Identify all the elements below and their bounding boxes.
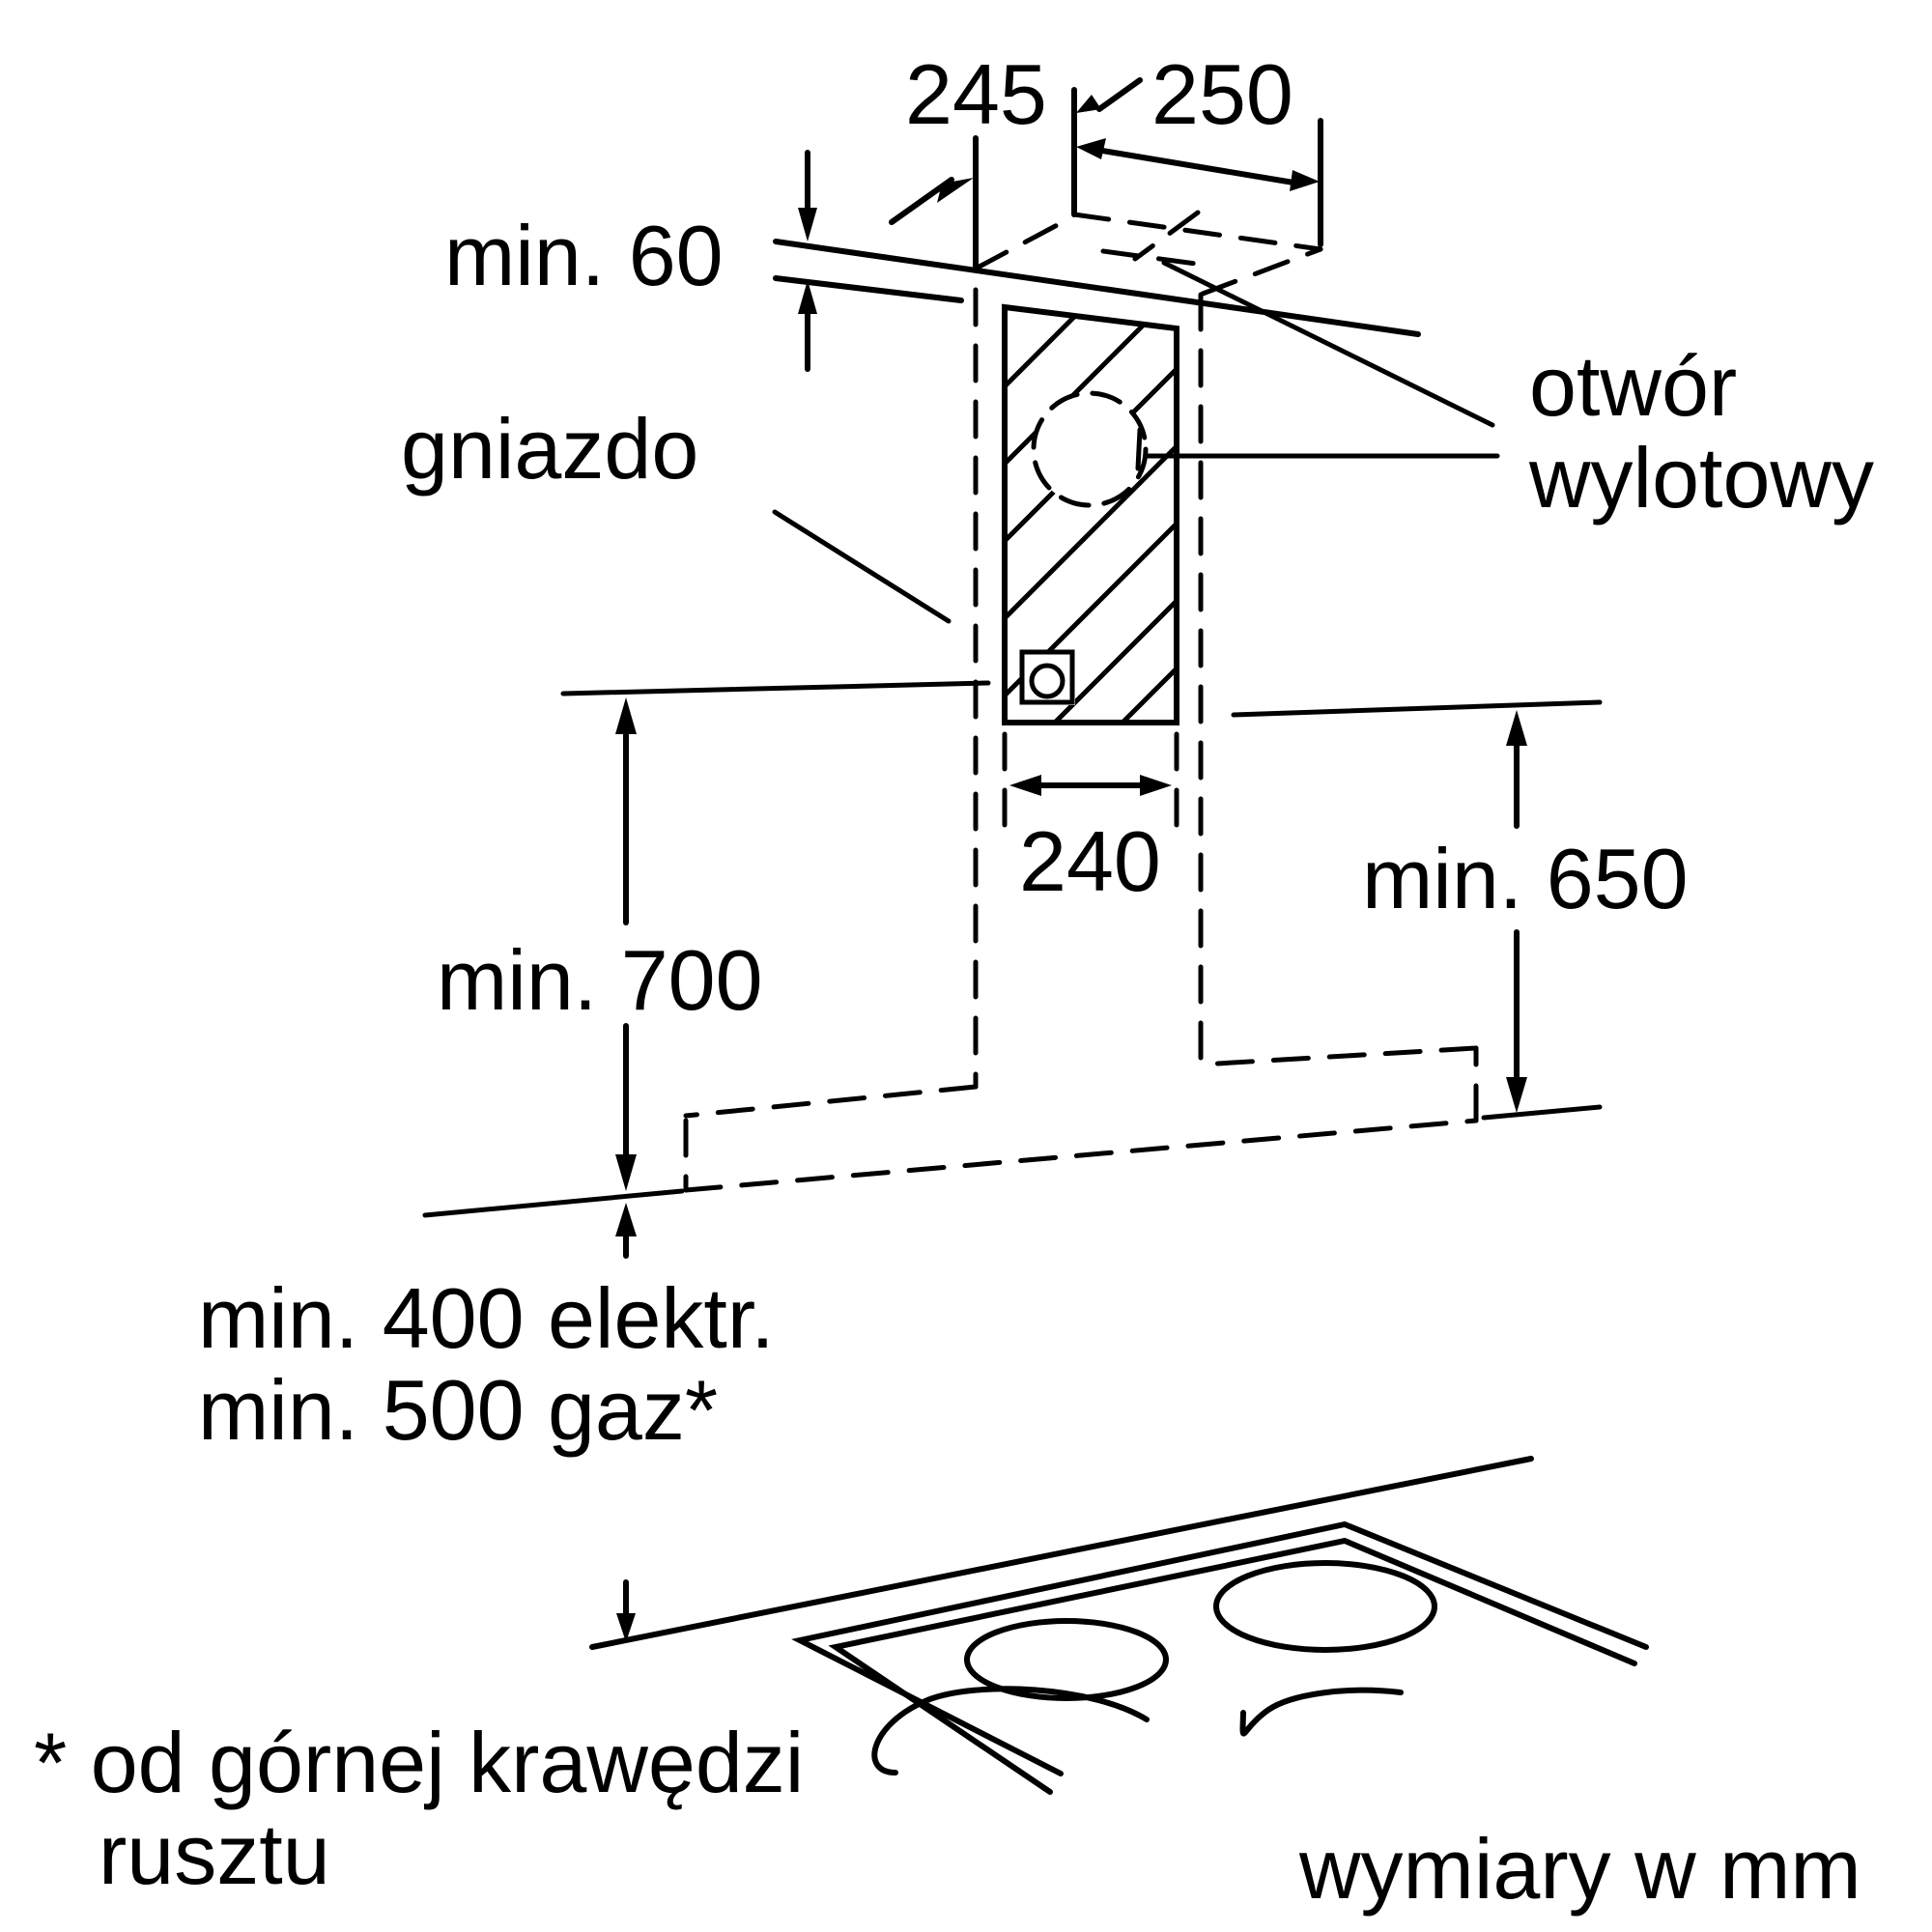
label-socket: gniazdo xyxy=(401,401,698,497)
ceiling-lines xyxy=(773,239,1421,337)
dim-min-650: min. 650 xyxy=(1362,831,1689,926)
label-outlet-line2: wylotowy xyxy=(1528,430,1874,526)
right-level-line xyxy=(1231,699,1603,718)
dim-min-60: min. 60 xyxy=(444,208,724,303)
min-650-dimension xyxy=(1506,710,1527,1113)
min-60-dimension xyxy=(798,150,817,372)
dim-245: 245 xyxy=(905,46,1047,142)
hood-bottom-line-left xyxy=(422,1188,685,1218)
min-400-500-dimension xyxy=(615,1203,637,1259)
socket-level-line xyxy=(560,680,991,696)
dim-240: 240 xyxy=(1019,813,1161,909)
footnote-line2: rusztu xyxy=(99,1806,330,1902)
socket-leader-line xyxy=(772,509,952,624)
hood-outline-dashed xyxy=(683,1045,1479,1193)
footnote-line1: * od górnej krawędzi xyxy=(34,1715,804,1810)
outlet-leader-lines xyxy=(1094,260,1500,459)
dim-min-500-gaz: min. 500 gaz* xyxy=(198,1362,718,1458)
hood-bottom-line-right xyxy=(1481,1104,1603,1121)
units-note: wymiary w mm xyxy=(1298,1821,1861,1917)
socket-width-240-dimension xyxy=(1009,775,1172,796)
dim-250: 250 xyxy=(1151,46,1293,142)
socket-icon xyxy=(1019,649,1075,705)
chimney-top-dashed xyxy=(973,210,1323,297)
cooktop-icon xyxy=(589,1456,1649,1795)
hatched-area xyxy=(1002,303,1179,725)
dim-min-700: min. 700 xyxy=(437,932,763,1028)
dim-min-400-elektr: min. 400 elektr. xyxy=(198,1270,775,1366)
outlet-opening-circle xyxy=(1031,390,1149,508)
min-700-dimension xyxy=(615,697,637,1191)
depth-245-dimension xyxy=(889,135,979,271)
width-250-dimension xyxy=(1071,77,1323,247)
chimney-sides-dashed xyxy=(973,287,1204,1090)
label-outlet-line1: otwór xyxy=(1529,338,1737,434)
